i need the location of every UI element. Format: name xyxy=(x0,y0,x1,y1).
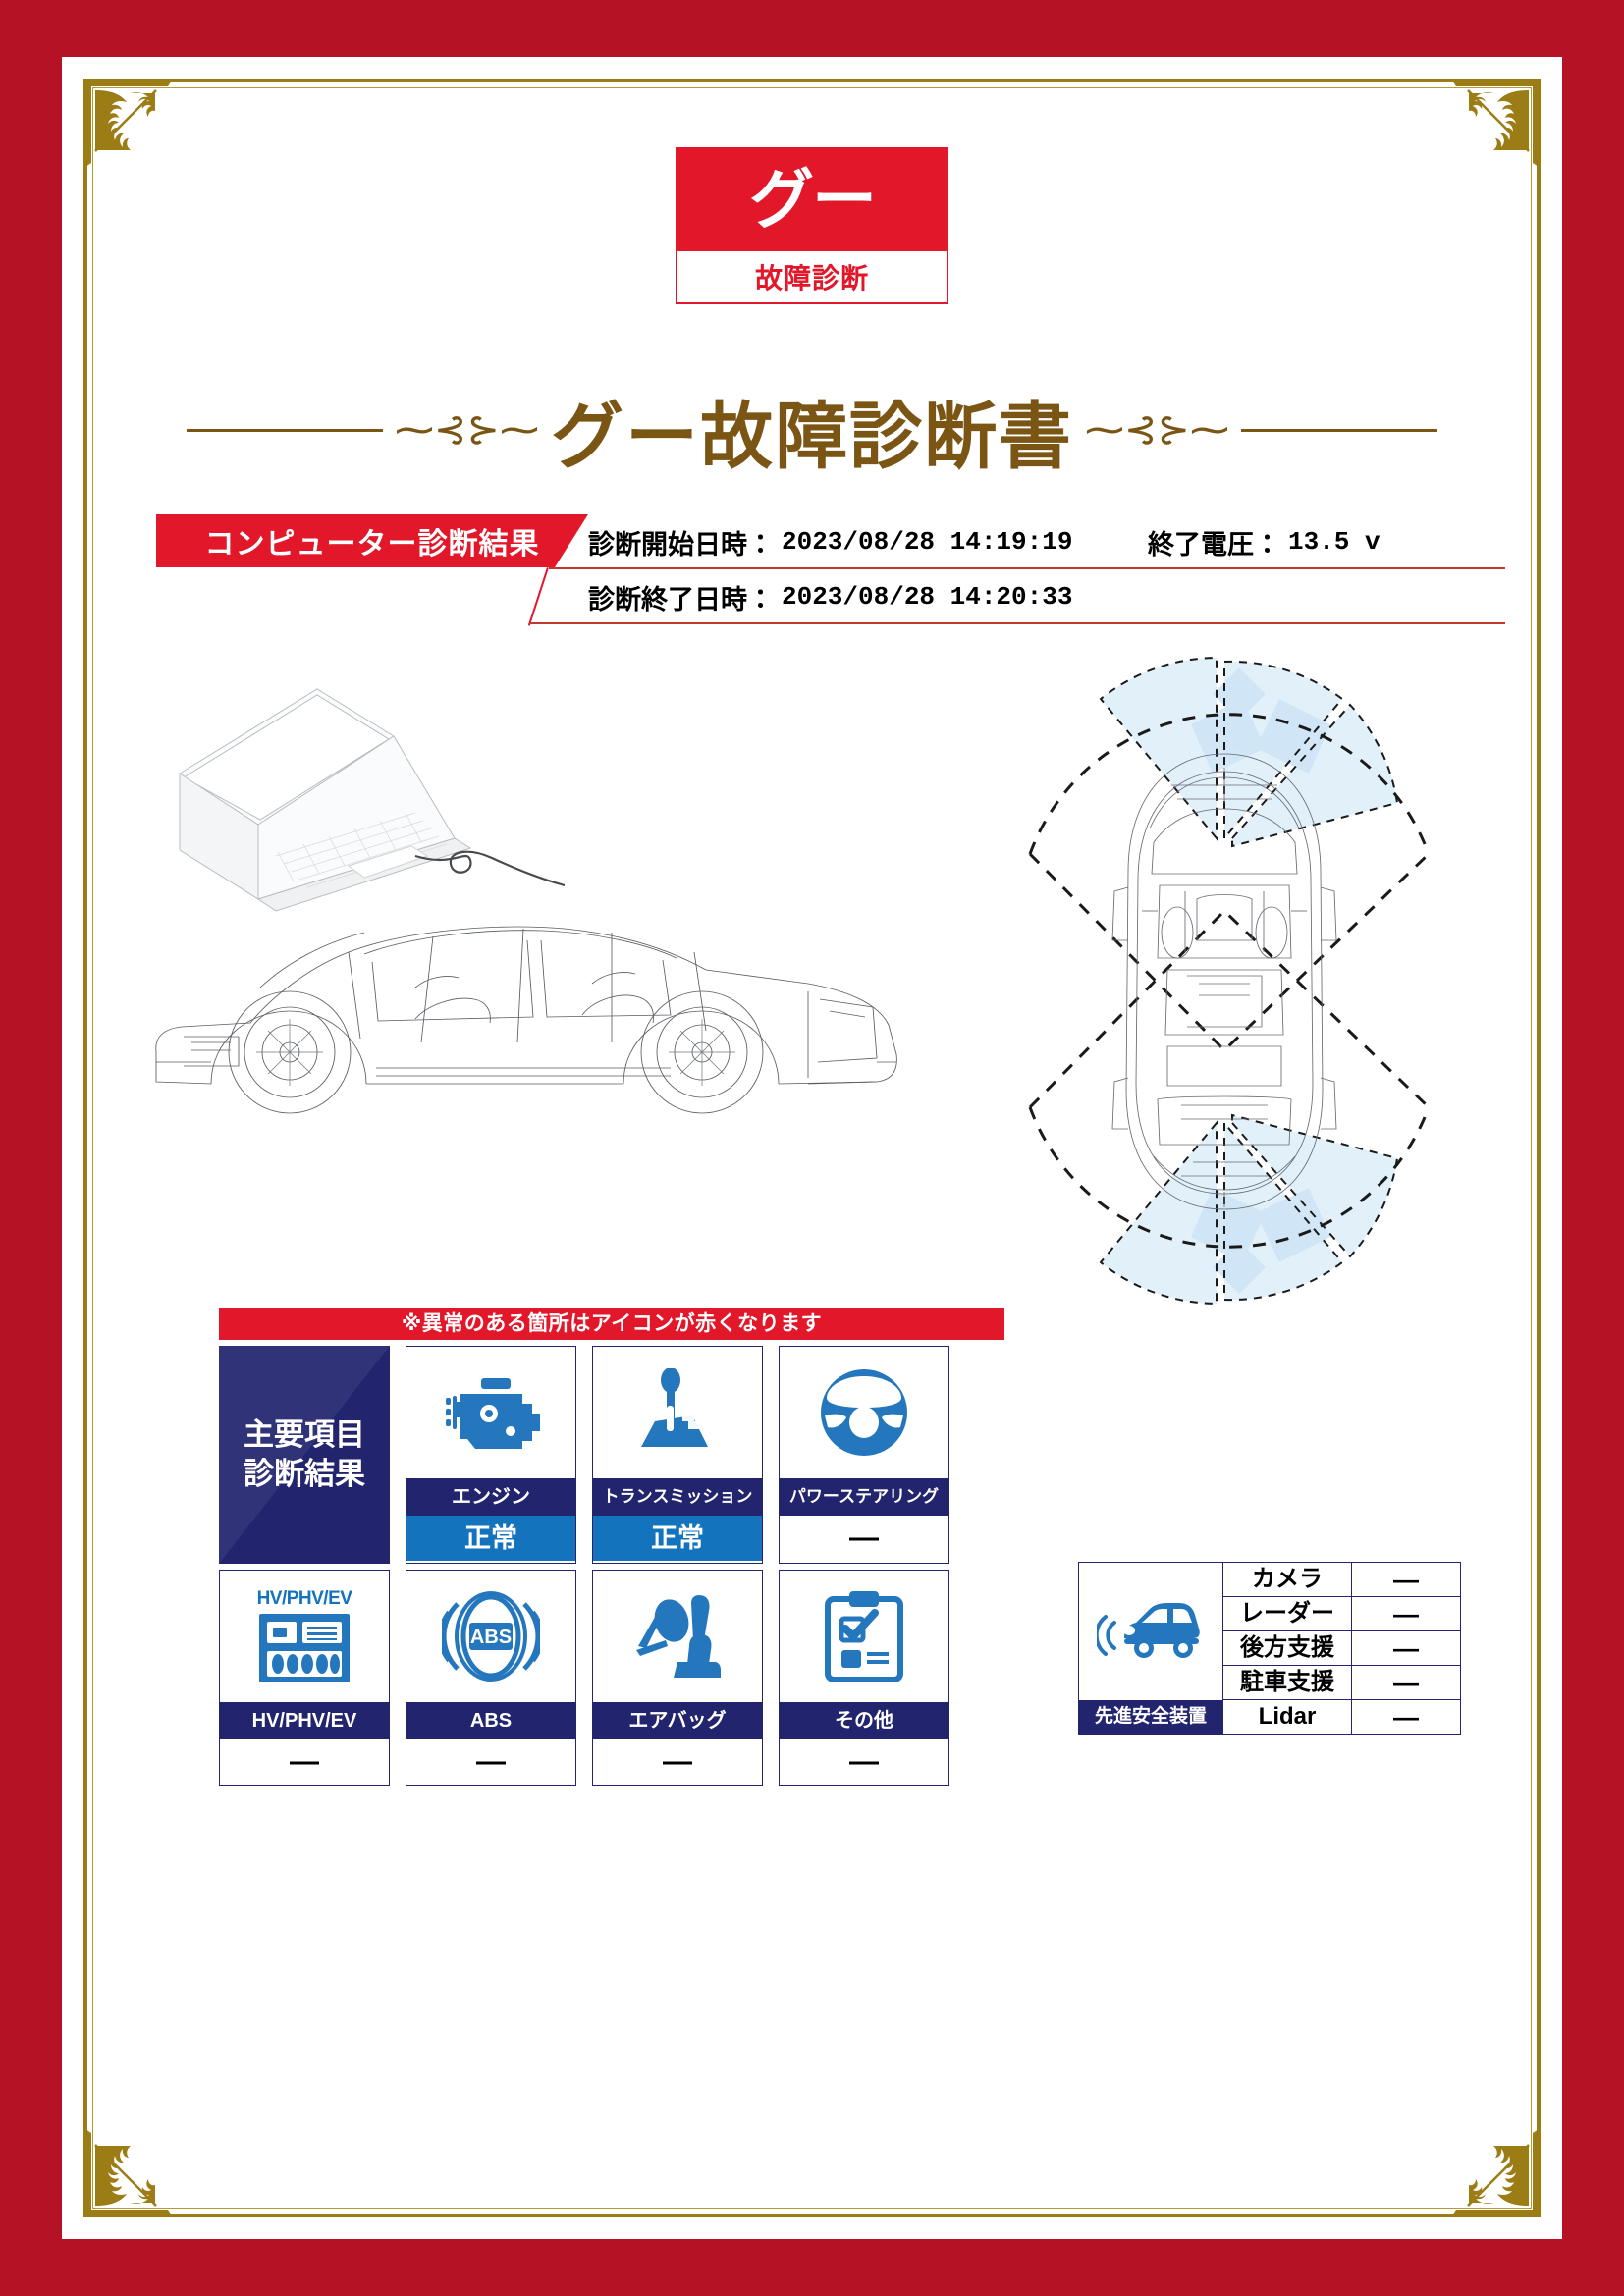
wireframe-car-top-view xyxy=(1028,656,1431,1306)
diagnostic-card-name: トランスミッション xyxy=(593,1478,762,1516)
wireframe-laptop xyxy=(179,688,472,912)
end-voltage-row: 終了電圧： 13.5 v xyxy=(1148,516,1380,567)
corner-ornament-bottom-left xyxy=(81,2125,176,2219)
diagnostic-card-name: パワーステアリング xyxy=(780,1478,948,1516)
sensor-cone-front xyxy=(1101,658,1397,846)
diagnostic-cable xyxy=(414,850,566,887)
certificate-page: グー 故障診断 ⁓⊰⊱⁓ グー故障診断書 ⁓⊰⊱⁓ コンピューター診断結果 診断… xyxy=(62,57,1562,2239)
diagnostic-card-other[interactable]: その他 — xyxy=(779,1570,949,1786)
diagnostic-card-name: その他 xyxy=(780,1702,948,1739)
radar-range-outline xyxy=(1028,713,1431,1249)
safety-row-value: — xyxy=(1393,1565,1419,1594)
computer-result-ribbon: コンピューター診断結果 xyxy=(156,514,588,567)
diagnostic-card-status: — xyxy=(780,1739,948,1785)
diagnostic-card-name: エンジン xyxy=(406,1478,575,1516)
document-title-row: ⁓⊰⊱⁓ グー故障診断書 ⁓⊰⊱⁓ xyxy=(62,371,1562,489)
end-voltage-label: 終了電圧： xyxy=(1148,529,1280,560)
engine-icon xyxy=(406,1347,575,1478)
diagnostic-card-status: 正常 xyxy=(406,1516,575,1561)
diagnosis-end-label: 診断終了日時： xyxy=(588,584,774,614)
vehicle-illustration-area xyxy=(121,646,1515,1372)
safety-row-parking-support: 駐車支援 — xyxy=(1223,1666,1460,1700)
diagnostic-card-engine[interactable]: エンジン 正常 xyxy=(406,1346,576,1564)
info-rule-top xyxy=(549,567,1505,569)
transmission-icon xyxy=(593,1347,762,1478)
diagnosis-start-row: 診断開始日時： 2023/08/28 14:19:19 xyxy=(588,516,1072,567)
safety-row-value: — xyxy=(1393,1633,1419,1663)
corner-ornament-top-right xyxy=(1448,77,1543,171)
diagnosis-start-label: 診断開始日時： xyxy=(588,529,774,560)
diagnostic-card-name: ABS xyxy=(406,1702,575,1739)
wireframe-car-side-view xyxy=(155,926,897,1114)
main-diagnostic-results: ※異常のある箇所はアイコンが赤くなります 主要項目 診断結果 xyxy=(219,1308,1004,1786)
safety-row-value: — xyxy=(1393,1702,1419,1732)
title-flourish-right-icon: ⁓⊰⊱⁓ xyxy=(1085,408,1230,452)
safety-device-caption: 先進安全装置 xyxy=(1079,1700,1222,1734)
safety-row-rear-support: 後方支援 — xyxy=(1223,1631,1460,1666)
end-voltage-value: 13.5 v xyxy=(1288,527,1380,557)
safety-row-name: カメラ xyxy=(1223,1563,1352,1596)
title-flourish-left-icon: ⁓⊰⊱⁓ xyxy=(394,408,539,452)
hv-battery-icon: HV/PHV/EV xyxy=(220,1571,389,1702)
goo-logo: グー 故障診断 xyxy=(676,147,948,304)
corner-ornament-bottom-right xyxy=(1448,2125,1543,2219)
safety-row-value: — xyxy=(1393,1668,1419,1697)
diagnostic-card-status: — xyxy=(406,1739,575,1785)
main-items-label-line1: 主要項目 xyxy=(244,1417,365,1453)
logo-mark-text: グー xyxy=(749,162,877,238)
airbag-icon xyxy=(593,1571,762,1702)
title-rule-right xyxy=(1241,428,1438,432)
main-items-label-line2: 診断結果 xyxy=(244,1457,365,1491)
car-sensor-icon xyxy=(1079,1563,1222,1700)
diagnostic-card-status: — xyxy=(220,1739,389,1785)
safety-rows: カメラ — レーダー — 後方支援 — 駐車支援 — Lidar — xyxy=(1223,1563,1460,1734)
advanced-safety-device-table: 先進安全装置 カメラ — レーダー — 後方支援 — 駐車支援 — Lidar … xyxy=(1078,1562,1461,1735)
computer-result-ribbon-label: コンピューター診断結果 xyxy=(204,528,540,561)
safety-row-name: 駐車支援 xyxy=(1223,1666,1352,1699)
svg-text:ABS: ABS xyxy=(470,1627,512,1648)
diagnostic-info-bar: コンピューター診断結果 診断開始日時： 2023/08/28 14:19:19 … xyxy=(156,514,1505,624)
diagnostic-card-name: エアバッグ xyxy=(593,1702,762,1739)
safety-row-lidar: Lidar — xyxy=(1223,1700,1460,1734)
logo-mark-box: グー xyxy=(677,149,947,251)
diagnostic-card-status: — xyxy=(593,1739,762,1785)
diagnosis-start-value: 2023/08/28 14:19:19 xyxy=(782,527,1073,557)
diagnostic-row-1: 主要項目 診断結果 エン xyxy=(219,1346,1004,1564)
diagnosis-end-row: 診断終了日時： 2023/08/28 14:20:33 xyxy=(588,571,1072,622)
page-title: グー故障診断書 xyxy=(551,395,1073,477)
safety-row-camera: カメラ — xyxy=(1223,1563,1460,1597)
ribbon-slash-divider xyxy=(547,567,582,622)
safety-row-name: レーダー xyxy=(1223,1597,1352,1630)
safety-row-name: Lidar xyxy=(1223,1700,1352,1734)
diagnostic-card-status: — xyxy=(780,1516,948,1561)
abnormality-notice: ※異常のある箇所はアイコンが赤くなります xyxy=(219,1308,1004,1340)
info-rule-bottom xyxy=(529,622,1505,624)
diagnostic-card-abs[interactable]: ABS ABS — xyxy=(406,1570,576,1786)
diagnostic-card-transmission[interactable]: トランスミッション 正常 xyxy=(592,1346,763,1564)
corner-ornament-top-left xyxy=(81,77,176,171)
diagnostic-card-hv-phv-ev[interactable]: HV/PHV/EV xyxy=(219,1570,390,1786)
safety-icon-column: 先進安全装置 xyxy=(1079,1563,1223,1734)
diagnostic-card-airbag[interactable]: エアバッグ — xyxy=(592,1570,763,1786)
diagnostic-row-2: HV/PHV/EV xyxy=(219,1570,1004,1786)
logo-subtitle: 故障診断 xyxy=(754,263,869,294)
diagnostic-card-status: 正常 xyxy=(593,1516,762,1561)
safety-row-value: — xyxy=(1393,1599,1419,1629)
diagnostic-card-name: HV/PHV/EV xyxy=(220,1702,389,1739)
title-rule-left xyxy=(186,428,383,432)
clipboard-check-icon xyxy=(780,1571,948,1702)
hv-icon-caption: HV/PHV/EV xyxy=(256,1588,352,1609)
diagnostic-card-power-steering[interactable]: パワーステアリング — xyxy=(779,1346,949,1564)
safety-row-name: 後方支援 xyxy=(1223,1631,1352,1665)
safety-row-radar: レーダー — xyxy=(1223,1597,1460,1631)
power-steering-icon xyxy=(780,1347,948,1478)
diagnosis-end-value: 2023/08/28 14:20:33 xyxy=(782,582,1073,612)
abs-icon: ABS xyxy=(406,1571,575,1702)
main-items-panel-label: 主要項目 診断結果 xyxy=(219,1346,390,1564)
